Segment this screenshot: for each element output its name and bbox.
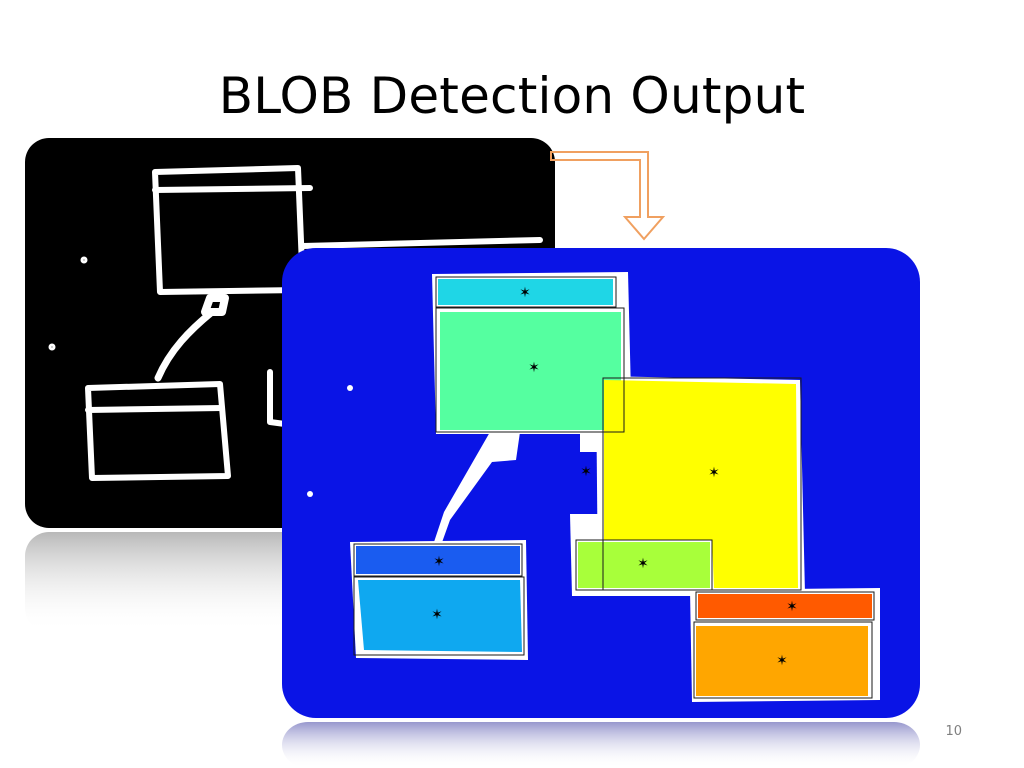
asterisk-marker-icon: ✶ (519, 285, 531, 301)
blob-top-body (440, 312, 621, 430)
bounding-boxes (353, 276, 875, 699)
slide-title: BLOB Detection Output (218, 67, 806, 125)
asterisk-marker-icon: ✶ (431, 607, 443, 623)
labeled-image-reflection (282, 722, 920, 768)
bounding-box (435, 307, 625, 433)
bounding-box (353, 576, 525, 656)
bounding-box (435, 276, 617, 308)
bounding-box (695, 591, 875, 621)
labeled-image: ✶ ✶ ✶ ✶ ✶ ✶ ✶ ✶ ✶ (282, 248, 920, 768)
asterisk-marker-icon: ✶ (776, 653, 788, 669)
asterisk-marker-icon: ✶ (708, 465, 720, 481)
centroid-markers: ✶ ✶ ✶ ✶ ✶ ✶ ✶ ✶ ✶ (431, 285, 798, 669)
page-number: 10 (945, 724, 962, 739)
blob-bottom-body (696, 626, 868, 696)
asterisk-marker-icon: ✶ (786, 599, 798, 615)
blob-top-header (438, 279, 613, 305)
blob-center (604, 380, 798, 588)
asterisk-marker-icon: ✶ (637, 556, 649, 572)
blob-left-header (356, 546, 520, 574)
blob-regions (356, 279, 872, 696)
bounding-box (693, 621, 873, 699)
bounding-box (353, 543, 523, 577)
binary-image-strokes (48, 165, 543, 481)
asterisk-marker-icon: ✶ (528, 360, 540, 376)
blob-small-green (578, 542, 710, 588)
asterisk-marker-icon: ✶ (433, 554, 445, 570)
blob-left-body (358, 580, 522, 652)
bounding-box (575, 539, 713, 591)
down-turn-arrow-icon (550, 151, 666, 241)
asterisk-marker-icon: ✶ (580, 464, 592, 480)
blob-bottom-header (698, 594, 872, 618)
